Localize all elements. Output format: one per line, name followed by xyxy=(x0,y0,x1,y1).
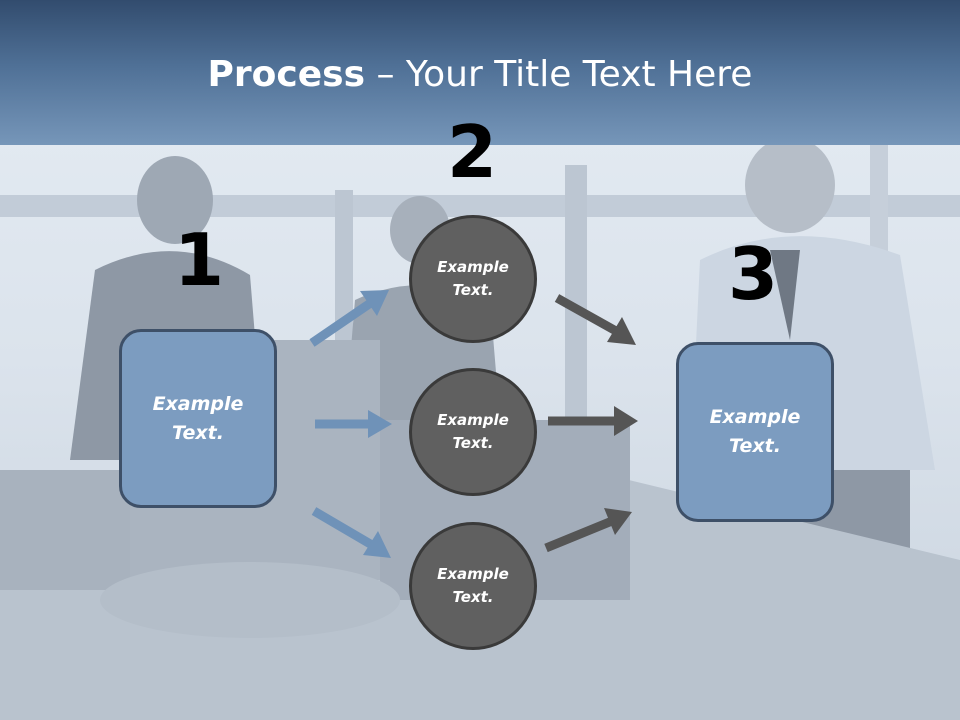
step-1-box: Example Text. xyxy=(119,329,277,508)
title-band xyxy=(0,0,960,145)
arrow-top-to-3 xyxy=(554,294,636,345)
step-2-number: 2 xyxy=(446,110,498,194)
step-2-circle-top: Example Text. xyxy=(409,215,537,343)
step-1-number: 1 xyxy=(173,218,225,302)
slide-title: Process – Your Title Text Here xyxy=(0,52,960,98)
step-2-circle-middle: Example Text. xyxy=(409,368,537,496)
circle-text: Example Text. xyxy=(437,411,509,452)
step-3-box: Example Text. xyxy=(676,342,834,522)
step-3-number: 3 xyxy=(727,232,779,316)
circle-text: Example Text. xyxy=(437,258,509,299)
title-bold: Process xyxy=(207,54,366,95)
title-rest: – Your Title Text Here xyxy=(365,54,753,95)
step-2-circle-bottom: Example Text. xyxy=(409,522,537,650)
arrow-middle-to-3 xyxy=(548,406,638,436)
step-3-text: Example Text. xyxy=(709,406,801,457)
arrow-1-to-top xyxy=(309,290,389,347)
arrow-bottom-to-3 xyxy=(544,508,632,553)
step-1-text: Example Text. xyxy=(152,392,244,444)
arrow-1-to-middle xyxy=(315,410,392,438)
circle-text: Example Text. xyxy=(437,565,509,606)
arrow-1-to-bottom xyxy=(311,507,391,558)
